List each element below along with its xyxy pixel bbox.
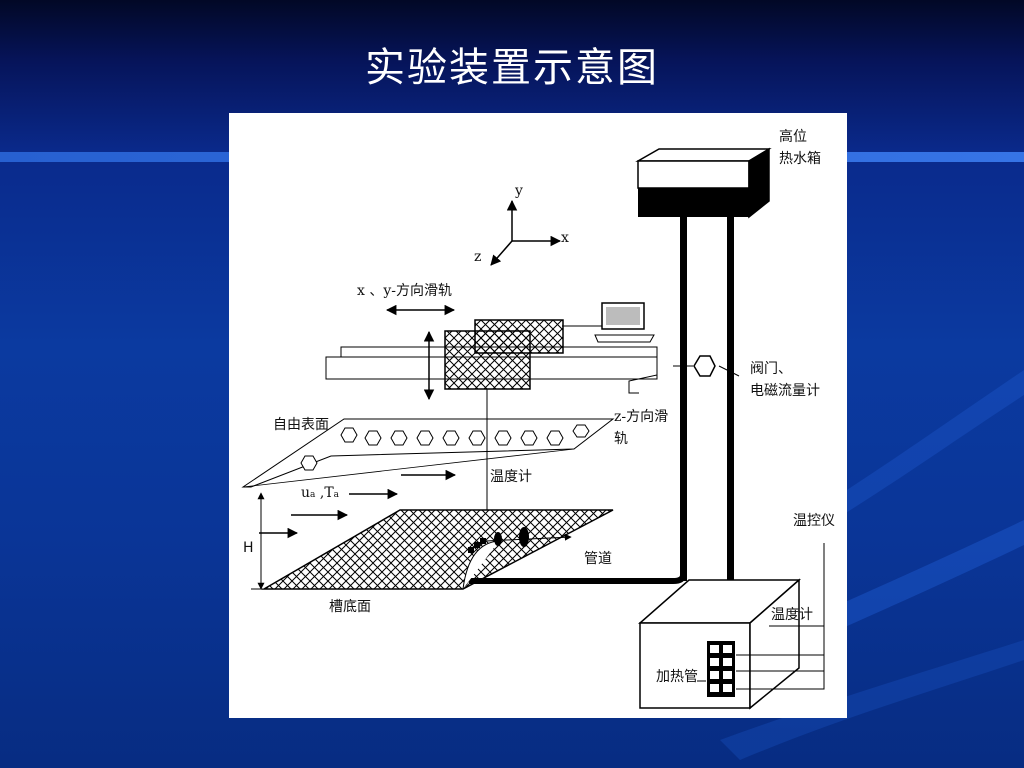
valve-label-line2: 电磁流量计	[750, 383, 820, 399]
laptop-icon	[562, 302, 655, 343]
ua-separator: ,	[315, 485, 325, 501]
apparatus-figure: 高位 热水箱 y x z x 、y-方向滑轨 阀门、 电磁流量计 自由表面 z-…	[229, 113, 847, 718]
tank-label-line1: 高位	[779, 129, 807, 145]
probe-carriage	[423, 319, 564, 401]
free-surface-label: 自由表面	[273, 417, 329, 433]
ta-subscript: a	[333, 490, 340, 500]
swoosh-2	[800, 370, 1024, 535]
flow-arrows	[259, 469, 457, 539]
pipe-label: 管道	[584, 551, 612, 567]
valve-label-line1: 阀门、	[750, 361, 792, 377]
bottom-label: 槽底面	[329, 599, 371, 615]
axis-y-label: y	[515, 183, 523, 199]
xy-rail-label: x 、y-方向滑轨	[357, 283, 452, 299]
temperature-control-box	[638, 543, 825, 710]
thermometer2-label: 温度计	[771, 607, 813, 623]
axis-z-label: z	[474, 249, 482, 265]
temp-controller-label: 温控仪	[793, 513, 835, 529]
thermometer-label: 温度计	[490, 469, 532, 485]
slide-title: 实验装置示意图	[365, 45, 659, 91]
valve-flowmeter	[673, 355, 740, 377]
apparatus-drawing	[241, 147, 825, 710]
hot-water-tank	[635, 147, 772, 219]
ta-t: T	[324, 485, 334, 501]
ua-u: u	[301, 485, 311, 501]
ua-subscript: a	[310, 490, 316, 500]
discharge-pipe	[462, 527, 572, 590]
depth-label: H	[243, 540, 254, 556]
free-surface	[241, 418, 615, 488]
tank-label-line2: 热水箱	[779, 151, 821, 167]
z-rail-label-line1: z-方向滑	[614, 409, 669, 425]
z-rail-label-line2: 轨	[614, 431, 628, 447]
channel-bottom	[261, 509, 614, 590]
coordinate-axes	[490, 199, 562, 266]
supply-pipes	[469, 217, 734, 584]
heater-label: 加热管	[656, 669, 698, 685]
swoosh-3	[720, 640, 1024, 760]
depth-dimension	[251, 492, 271, 590]
axis-x-label: x	[561, 230, 569, 246]
velocity-temp-label: ua ,Ta	[301, 485, 339, 504]
